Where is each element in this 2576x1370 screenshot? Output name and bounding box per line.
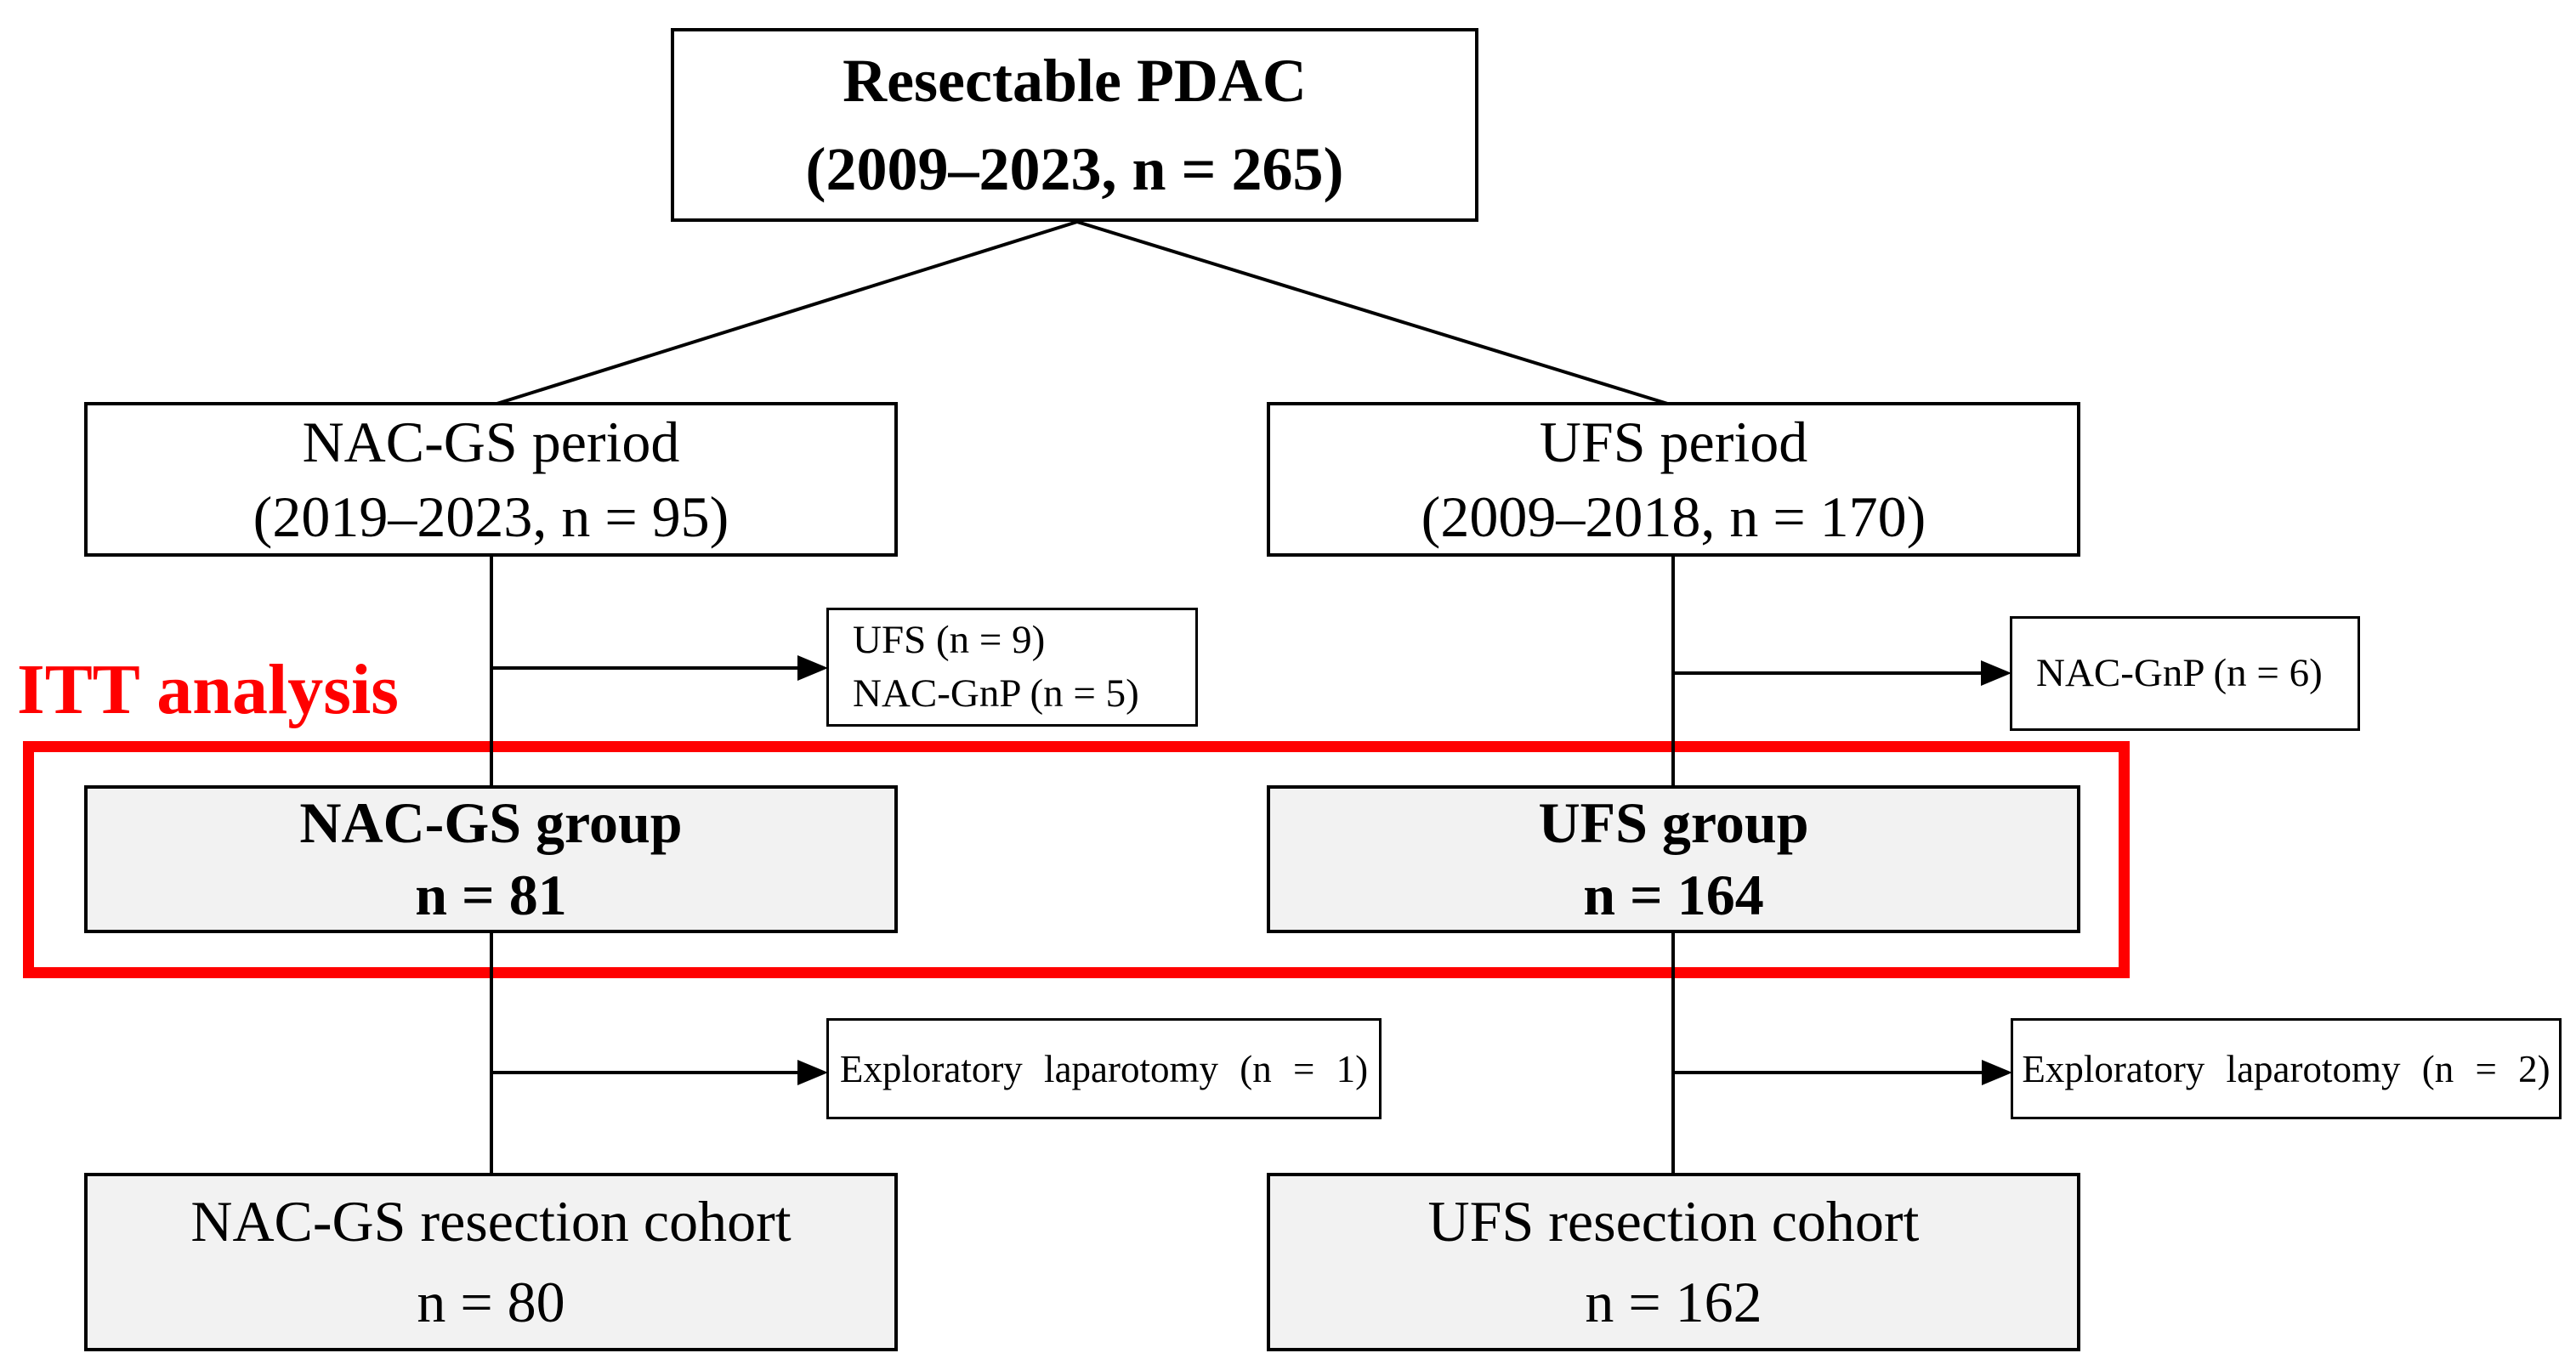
ufs-exclusion-box: NAC-GnP (n = 6) bbox=[2010, 616, 2360, 731]
nac-resection-line1: NAC-GS resection cohort bbox=[190, 1189, 792, 1254]
itt-analysis-label: ITT analysis bbox=[17, 650, 399, 729]
nac-group-line2: n = 81 bbox=[415, 863, 567, 927]
ufs-group-box: UFS group n = 164 bbox=[1267, 785, 2080, 933]
ufs-period-line1: UFS period bbox=[1539, 410, 1808, 474]
arrowhead-icon bbox=[797, 1060, 828, 1085]
nac-laparotomy-text: Exploratory laparotomy (n = 1) bbox=[839, 1047, 1369, 1090]
arrowhead-icon bbox=[1981, 660, 2011, 686]
arrowhead-icon bbox=[797, 655, 828, 681]
nac-resection-line2: n = 80 bbox=[417, 1270, 565, 1334]
nac-exclusion-line1: UFS (n = 9) bbox=[853, 618, 1046, 662]
nac-exclusion-line2: NAC-GnP (n = 5) bbox=[853, 671, 1139, 716]
ufs-period-line2: (2009–2018, n = 170) bbox=[1421, 484, 1926, 549]
nac-group-line1: NAC-GS group bbox=[299, 790, 683, 855]
root-box: Resectable PDAC (2009–2023, n = 265) bbox=[671, 28, 1478, 222]
nac-group-box: NAC-GS group n = 81 bbox=[84, 785, 898, 933]
root-box-line1: Resectable PDAC bbox=[843, 47, 1307, 115]
ufs-group-line2: n = 164 bbox=[1583, 863, 1764, 927]
ufs-laparotomy-box: Exploratory laparotomy (n = 2) bbox=[2011, 1018, 2562, 1119]
nac-period-box: NAC-GS period (2019–2023, n = 95) bbox=[84, 402, 898, 557]
ufs-period-box: UFS period (2009–2018, n = 170) bbox=[1267, 402, 2080, 557]
arrowhead-icon bbox=[1982, 1060, 2012, 1085]
ufs-resection-line1: UFS resection cohort bbox=[1427, 1189, 1920, 1254]
ufs-resection-line2: n = 162 bbox=[1585, 1270, 1762, 1334]
nac-period-line2: (2019–2023, n = 95) bbox=[252, 484, 729, 549]
nac-laparotomy-box: Exploratory laparotomy (n = 1) bbox=[826, 1018, 1382, 1119]
diagonal-line-left bbox=[491, 220, 1078, 407]
itt-highlight-rect bbox=[23, 741, 2130, 978]
ufs-group-line1: UFS group bbox=[1538, 790, 1809, 855]
ufs-exclusion-line1: NAC-GnP (n = 6) bbox=[2036, 651, 2323, 695]
root-box-line2: (2009–2023, n = 265) bbox=[805, 135, 1344, 203]
ufs-laparotomy-text: Exploratory laparotomy (n = 2) bbox=[2022, 1047, 2550, 1090]
nac-exclusion-box: UFS (n = 9) NAC-GnP (n = 5) bbox=[826, 608, 1198, 727]
nac-resection-box: NAC-GS resection cohort n = 80 bbox=[84, 1173, 898, 1351]
ufs-resection-box: UFS resection cohort n = 162 bbox=[1267, 1173, 2080, 1351]
diagonal-line-right bbox=[1076, 220, 1674, 407]
nac-period-line1: NAC-GS period bbox=[302, 410, 680, 474]
